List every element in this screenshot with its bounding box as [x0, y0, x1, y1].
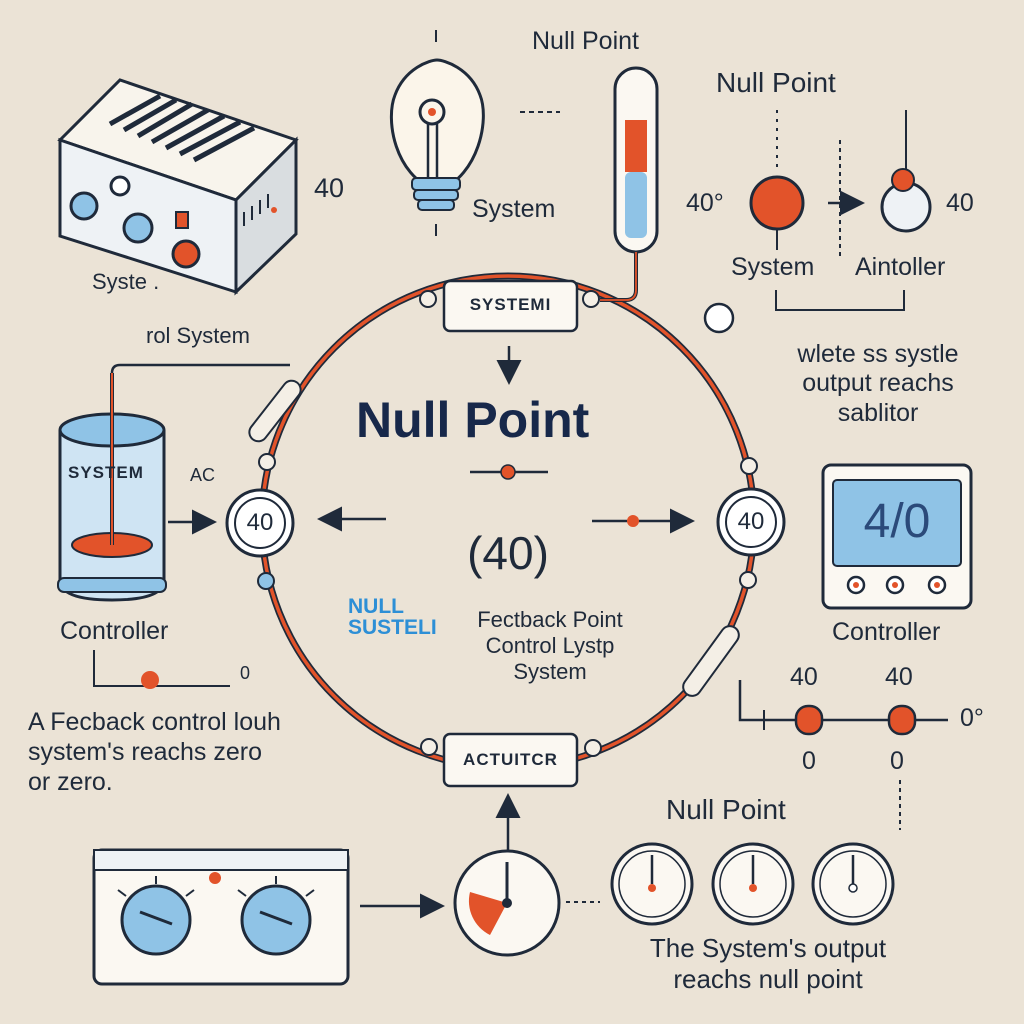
null-point-label-top: Null Point [532, 27, 639, 55]
light-bulb-icon [389, 30, 560, 236]
left-caption: A Fecback control louh system's reachs z… [28, 708, 281, 796]
device-value-label: 40 [314, 173, 345, 203]
system-cylinder-label: SYSTEM [68, 463, 144, 482]
actuator-dial-icon [453, 849, 600, 957]
system-cylinder-icon [57, 363, 290, 602]
lcd-display-value: 4/0 [863, 495, 931, 548]
small-zero-label: 0 [240, 663, 251, 683]
gauge-left-value: 40 [246, 509, 274, 536]
knob-panel-icon [92, 848, 350, 986]
right-note: wlete ss systle output reachs sablitor [797, 340, 959, 427]
center-value: (40) [467, 527, 549, 579]
null-point-label-right: Null Point [716, 67, 836, 98]
left-slider [93, 650, 230, 689]
ac-label: AC [190, 465, 216, 485]
controller-monitor-icon [821, 463, 973, 610]
center-node [500, 464, 516, 480]
right-controller-label: Aintoller [855, 253, 946, 281]
scale-40-b: 40 [885, 663, 913, 691]
system-box-label: SYSTEMI [469, 295, 552, 314]
system-partial-label: Syste . [92, 269, 160, 294]
controller-right-label: Controller [832, 618, 941, 646]
gauge-right-value: 40 [737, 508, 765, 535]
null-point-gauges [610, 842, 895, 926]
null-point-title: Null Point [356, 392, 590, 448]
label-boxes [442, 279, 579, 788]
scale-0-deg: 0° [960, 704, 984, 732]
thermometer-icon [600, 66, 659, 302]
right-system-label: System [731, 253, 815, 281]
controller-left-label: Controller [60, 617, 169, 645]
ring-gauges [225, 487, 786, 558]
scale-0-b: 0 [890, 747, 904, 775]
null-point-label-bottom: Null Point [666, 794, 786, 825]
right-slider-scale [738, 680, 948, 830]
right-40-right: 40 [946, 189, 974, 217]
system-device-icon [57, 78, 299, 296]
ring-capsules [248, 379, 740, 697]
system-bulb-label: System [472, 195, 556, 223]
null-system-blue-label: NULL SUSTELI [348, 595, 437, 639]
scale-40-a: 40 [790, 663, 818, 691]
bottom-caption: The System's output reachs null point [649, 933, 887, 995]
right-40-left: 40° [686, 189, 724, 217]
right-balance-diagram [703, 110, 932, 334]
scale-0-a: 0 [802, 747, 816, 775]
ring-nodes [257, 290, 758, 757]
actuator-box-label: ACTUITCR [463, 750, 558, 769]
rol-system-label: rol System [146, 323, 250, 348]
feedback-text: Fectback Point Control Lystp System [477, 607, 623, 684]
arrow-node [627, 515, 639, 527]
